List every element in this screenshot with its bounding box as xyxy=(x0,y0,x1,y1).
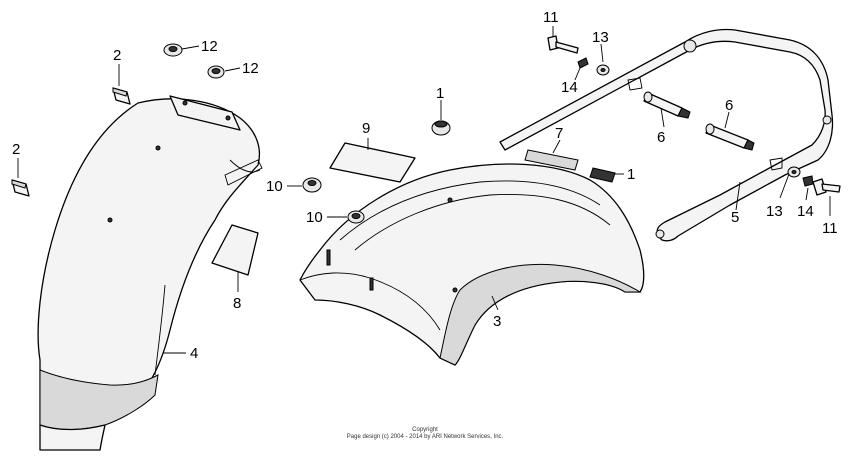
callout-1-grommet: 1 xyxy=(436,85,444,102)
spacer-part-6a xyxy=(643,91,691,119)
callout-4: 4 xyxy=(190,345,198,362)
callout-9: 9 xyxy=(362,120,370,137)
callout-13-lower: 13 xyxy=(766,203,783,220)
callout-3: 3 xyxy=(493,313,501,330)
rubber-part-2a xyxy=(112,87,131,105)
spring-part-1b xyxy=(589,167,616,183)
rear-fender-part-3 xyxy=(299,163,645,366)
strip-part-7 xyxy=(524,149,579,171)
callout-6-left: 6 xyxy=(657,129,665,146)
callout-2-lower: 2 xyxy=(12,141,20,158)
front-fender-part-4 xyxy=(37,95,263,451)
collar-part-12a xyxy=(163,43,183,57)
callout-8: 8 xyxy=(233,295,241,312)
callout-12-lower: 12 xyxy=(242,60,259,77)
washer-part-13b xyxy=(787,166,801,178)
callout-5: 5 xyxy=(731,209,739,226)
callout-7: 7 xyxy=(555,125,563,142)
callout-2-upper: 2 xyxy=(113,47,121,64)
washer-part-14a xyxy=(577,57,589,69)
callout-10-upper: 10 xyxy=(266,178,283,195)
callout-11-upper: 11 xyxy=(543,9,559,26)
copyright-notice: Page design (c) 2004 - 2014 by ARI Netwo… xyxy=(346,434,504,440)
collar-part-12b xyxy=(207,65,225,79)
callout-11-lower: 11 xyxy=(822,220,838,237)
sticker-part-9 xyxy=(329,142,416,183)
washer-part-14b xyxy=(802,175,814,187)
callout-12-upper: 12 xyxy=(201,38,218,55)
collar-part-10a xyxy=(302,177,322,193)
bolt-part-11a xyxy=(547,35,579,54)
collar-part-10b xyxy=(347,210,365,224)
copyright-footer: Copyright Page design (c) 2004 - 2014 by… xyxy=(0,427,850,441)
bolt-part-11b xyxy=(812,178,841,196)
rubber-part-2b xyxy=(11,179,30,197)
callout-1-spring: 1 xyxy=(627,166,635,183)
callout-14-lower: 14 xyxy=(797,203,814,220)
callout-10-lower: 10 xyxy=(306,209,323,226)
copyright-label: Copyright xyxy=(412,427,438,433)
leader-lines xyxy=(17,26,831,354)
callout-14-upper: 14 xyxy=(561,79,578,96)
grab-rail-part-5 xyxy=(499,28,834,242)
grommet-part-1a xyxy=(431,120,451,136)
spacer-part-6b xyxy=(705,123,755,151)
sticker-part-8 xyxy=(211,224,259,276)
washer-part-13a xyxy=(596,64,610,76)
callout-6-right: 6 xyxy=(725,97,733,114)
callout-13-upper: 13 xyxy=(592,29,609,46)
